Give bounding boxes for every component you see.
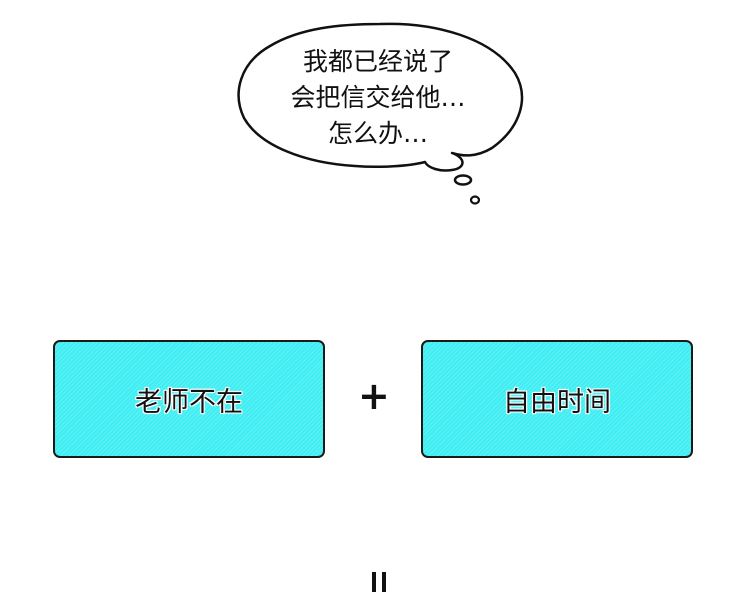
- free-time-label: 自由时间: [503, 386, 611, 418]
- teacher-absent-label: 老师不在: [135, 386, 243, 418]
- thought-bubble-icon: [237, 22, 524, 205]
- bubble-line-2: 会把信交给他…: [290, 83, 466, 112]
- free-time-box: 自由时间: [421, 340, 693, 458]
- equals-sign-icon: [372, 572, 386, 592]
- teacher-absent-box: 老师不在: [53, 340, 325, 458]
- thought-bubble-text: 我都已经说了 会把信交给他… 怎么办…: [258, 44, 498, 152]
- bubble-line-1: 我都已经说了: [302, 47, 453, 76]
- bubble-line-3: 怎么办…: [327, 119, 428, 148]
- plus-sign: +: [358, 374, 390, 418]
